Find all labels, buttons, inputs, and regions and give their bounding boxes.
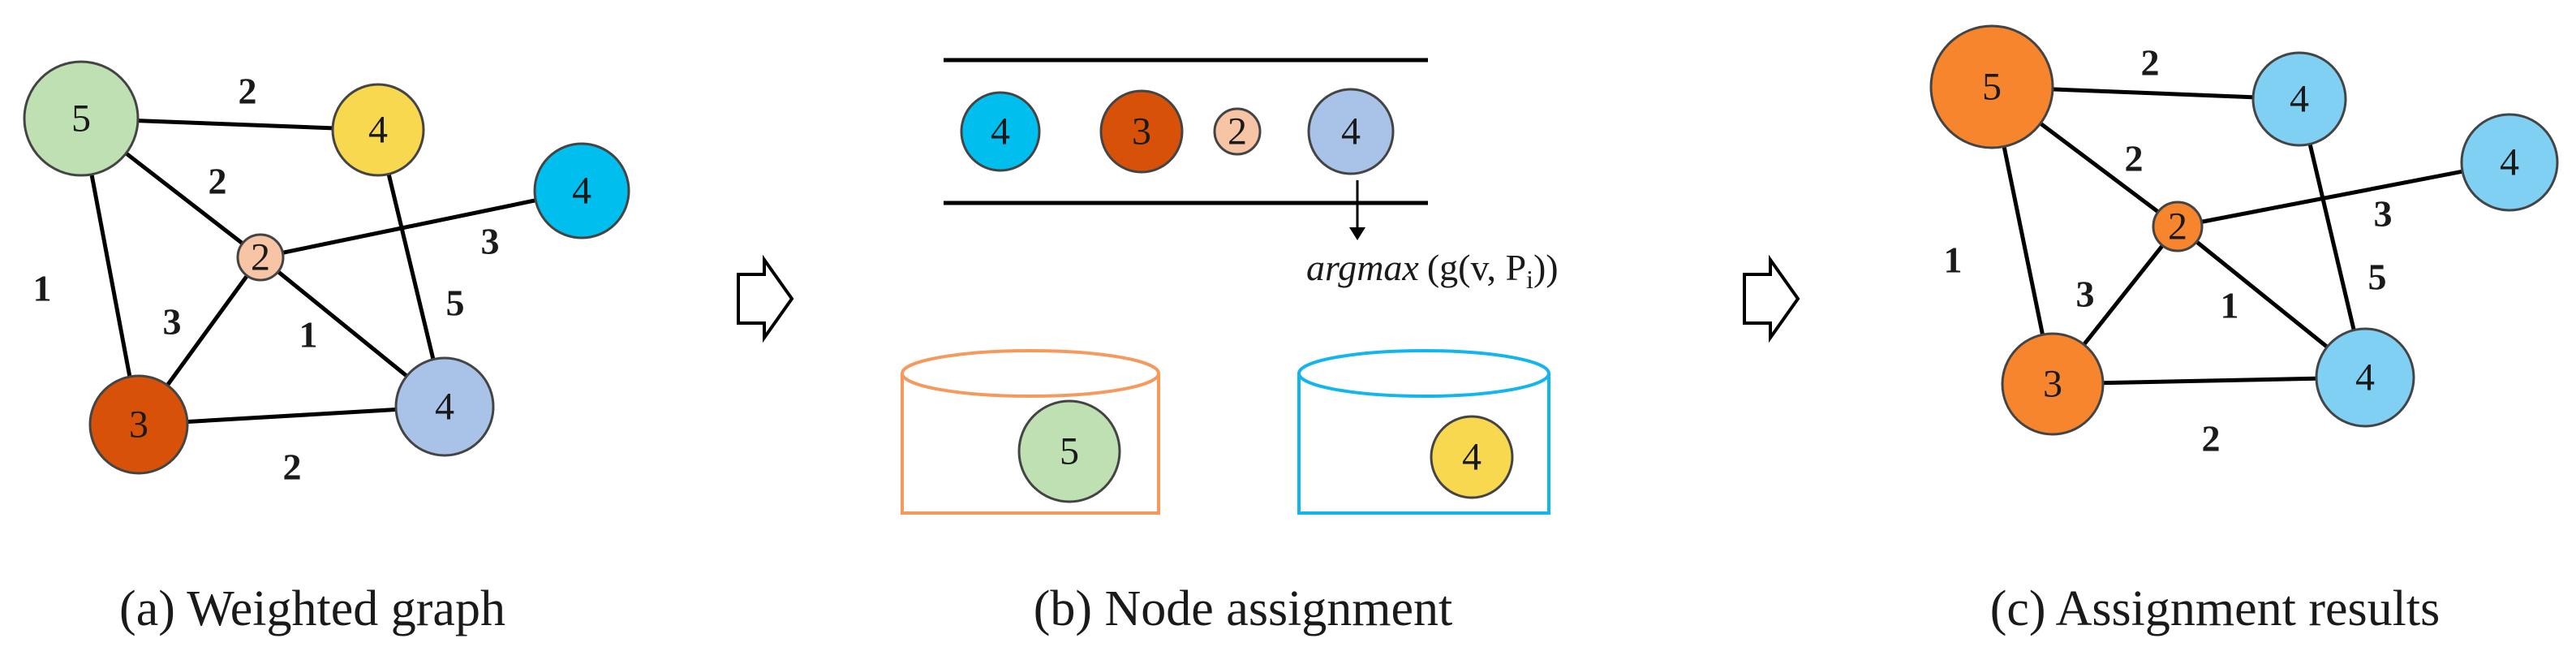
hollow-right-arrow-icon [1743, 254, 1800, 343]
graph-a-edge-weight: 3 [481, 221, 500, 262]
graph-a-node-f: 4 [394, 356, 495, 457]
graph-c-node-label: 5 [1982, 66, 2002, 109]
graph-c-node-circle [2251, 51, 2347, 147]
cylinder-top [1297, 349, 1550, 398]
graph-c-node-label: 4 [2290, 78, 2309, 121]
queue-node-circle [1099, 89, 1184, 174]
graph-a-node-label: 3 [129, 403, 148, 446]
assignment-formula: argmax(g(v, Pi)) [1306, 247, 1559, 294]
graph-c-node-b: 4 [2251, 51, 2347, 147]
graph-a-node-label: 2 [251, 236, 270, 279]
graph-a-nodes: 5 4 4 2 3 4 [23, 60, 630, 475]
queue-node-label: 4 [991, 110, 1010, 153]
graph-a-node-circle [88, 374, 189, 475]
graph-c-edge-weight: 3 [2076, 274, 2095, 315]
graph-c-edge-weight: 5 [2368, 257, 2387, 298]
graph-a-edge-weight: 1 [299, 314, 318, 356]
queue-node-circle [960, 91, 1041, 172]
graph-c-edge-weight: 2 [2141, 42, 2160, 84]
graph-c-node-circle [2152, 201, 2204, 252]
graph-c-edge-weight: 2 [2125, 138, 2144, 179]
graph-a-edge-weight: 2 [209, 161, 227, 202]
down-arrow-icon [1349, 227, 1365, 240]
cylinder-body [901, 373, 1160, 515]
graph-c-node-d: 2 [2152, 201, 2204, 252]
graph-c-node-circle [1929, 24, 2054, 149]
queue-node: 4 [1307, 88, 1395, 175]
caption-weighted-graph: (a) Weighted graph [119, 581, 505, 636]
hollow-right-arrow-icon [737, 254, 794, 343]
graph-a-node-d: 2 [236, 233, 285, 282]
graph-c-node-label: 3 [2043, 363, 2062, 406]
caption-assignment-results: (c) Assignment results [1990, 581, 2441, 636]
partition-node-circle [1430, 415, 1514, 499]
graph-a-edge-d-c [260, 188, 583, 260]
graph-a-edge-e-f [138, 404, 445, 427]
graph-c-node-circle [2001, 332, 2105, 436]
graph-c-node-circle [2460, 113, 2559, 212]
graph-a-node-circle [236, 233, 285, 282]
partition-node-label: 4 [1462, 436, 1482, 479]
graph-a-edge-weight: 3 [163, 301, 182, 343]
graph-a-node-circle [331, 83, 425, 177]
graph-a-node-circle [23, 60, 140, 177]
graph-c-node-label: 4 [2500, 141, 2519, 184]
graph-a-node-label: 4 [368, 109, 388, 152]
graph-a-node-label: 4 [572, 170, 591, 213]
graph-a-edge-weight: 1 [33, 268, 52, 309]
queue-node-circle [1307, 88, 1395, 175]
graph-c-edge-weight: 2 [2202, 418, 2221, 459]
graph-a-node-circle [394, 356, 495, 457]
partition-cylinder: 4 [1297, 349, 1550, 515]
queue-node-circle [1213, 107, 1262, 156]
queue-node-label: 4 [1341, 110, 1361, 153]
queue-node: 2 [1213, 107, 1262, 156]
cylinder-body [1297, 373, 1550, 515]
graph-a-edge-weight: 2 [283, 446, 302, 488]
graph-c-edge-weight: 3 [2374, 193, 2393, 235]
queue-node-label: 2 [1228, 110, 1247, 153]
graph-c-edge-e-f [2052, 375, 2366, 386]
graph-c-edge-weight: 1 [2221, 285, 2239, 326]
graph-c-node-label: 2 [2168, 205, 2187, 248]
graph-a-node-b: 4 [331, 83, 425, 177]
graph-c-node-a: 5 [1929, 24, 2054, 149]
graph-a-edge-weight: 2 [239, 71, 257, 112]
graph-a-node-a: 5 [23, 60, 140, 177]
graph-c-edge-weight: 1 [1944, 239, 1963, 281]
graph-a-node-label: 4 [435, 386, 454, 429]
partition-node-circle [1017, 399, 1121, 503]
cylinder-top [901, 349, 1160, 398]
partition-node-label: 5 [1060, 430, 1079, 473]
graph-a-node-e: 3 [88, 374, 189, 475]
queue-node: 4 [960, 91, 1041, 172]
graph-c-nodes: 5 4 4 2 3 4 [1929, 24, 2559, 436]
graph-a-edge-weight: 5 [446, 283, 465, 324]
graph-a-node-label: 5 [71, 97, 91, 140]
graph-c-node-circle [2315, 327, 2415, 428]
graph-c-node-f: 4 [2315, 327, 2415, 428]
queue-node-label: 3 [1132, 110, 1151, 153]
queue-node: 3 [1099, 89, 1184, 174]
graph-c-node-label: 4 [2355, 356, 2375, 399]
graph-a-node-c: 4 [533, 142, 630, 239]
caption-node-assignment: (b) Node assignment [1034, 581, 1453, 636]
graph-c-edge-d-c [2177, 160, 2510, 229]
partition-cylinder: 5 [901, 349, 1160, 515]
graph-c-node-e: 3 [2001, 332, 2105, 436]
node-queue: 4 3 2 4 [960, 88, 1395, 175]
graph-c-node-c: 4 [2460, 113, 2559, 212]
graph-a-node-circle [533, 142, 630, 239]
